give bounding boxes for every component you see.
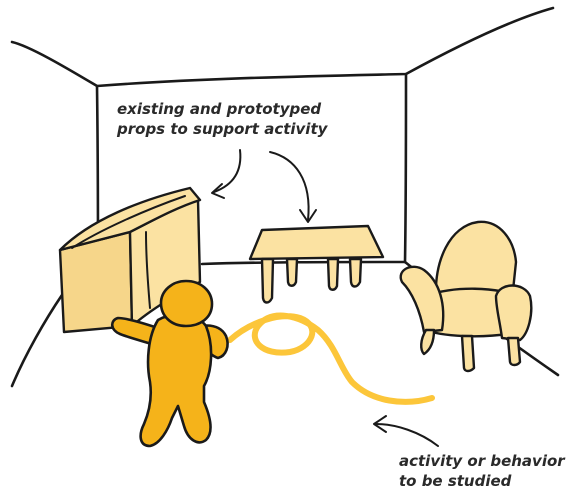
table-leg-back-left — [287, 259, 297, 286]
table-leg-front-left — [262, 259, 273, 303]
floor-left-edge — [12, 295, 62, 386]
table-top — [250, 226, 383, 259]
table-leg-back-right — [328, 259, 338, 290]
arrow-to-cabinet — [214, 150, 240, 192]
armchair-right-arm — [496, 286, 531, 341]
activity-annotation-line-2: to be studied — [399, 471, 565, 491]
back-wall-right-edge — [405, 74, 406, 262]
person-head — [161, 281, 212, 326]
floor-back-edge — [202, 262, 405, 264]
person-body — [141, 315, 211, 446]
armchair-leg-front-right — [462, 336, 474, 371]
props-annotation-line-2: props to support activity — [117, 119, 327, 139]
armchair-leg-back-right — [508, 338, 520, 365]
props-annotation: existing and prototyped props to support… — [117, 99, 327, 139]
activity-annotation: activity or behavior to be studied — [399, 451, 565, 491]
back-wall-top-edge — [12, 8, 553, 86]
activity-path — [230, 316, 432, 402]
activity-annotation-line-1: activity or behavior — [399, 451, 565, 471]
arrow-to-table — [270, 152, 309, 220]
arrow-to-activity — [376, 424, 438, 446]
table-prop — [250, 226, 383, 303]
armchair-prop — [401, 222, 532, 371]
props-annotation-line-1: existing and prototyped — [117, 99, 327, 119]
armchair-leg-front-left — [421, 330, 434, 354]
table-leg-front-right — [350, 259, 361, 287]
